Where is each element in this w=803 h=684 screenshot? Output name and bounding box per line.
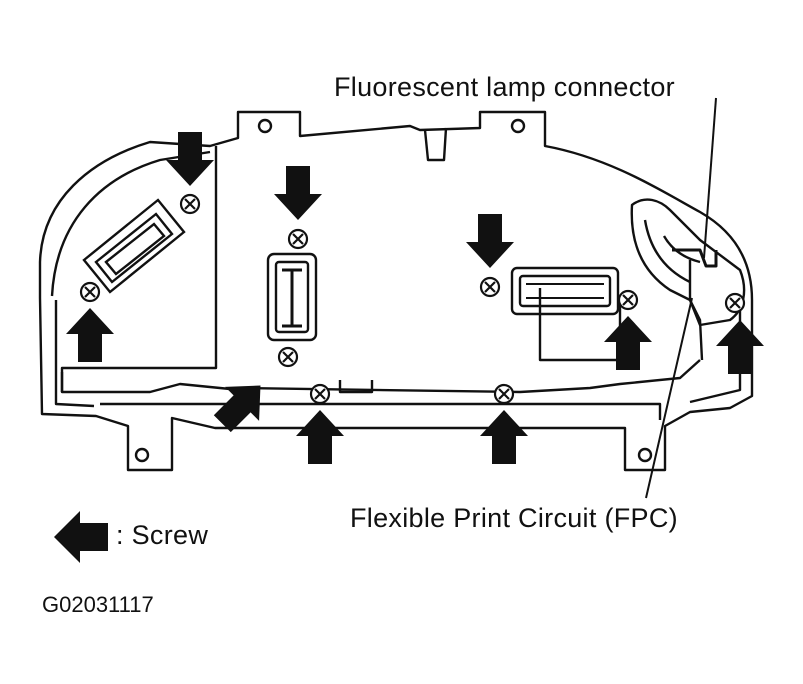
screw-icon xyxy=(277,346,299,368)
arrow-icon xyxy=(274,166,322,220)
legend-screw-label: : Screw xyxy=(116,520,209,550)
screw-icon xyxy=(309,383,331,405)
leader-lines xyxy=(645,97,717,499)
fpc-label: Flexible Print Circuit (FPC) xyxy=(350,503,678,533)
arrow-icon xyxy=(604,316,652,370)
arrow-icon xyxy=(296,410,344,464)
screw-icon xyxy=(479,276,501,298)
figure-code: G02031117 xyxy=(42,592,154,617)
arrow-icon xyxy=(716,320,764,374)
screw-icon xyxy=(179,193,201,215)
center-connector xyxy=(266,252,318,342)
right-connector xyxy=(510,266,620,316)
arrow-icon xyxy=(480,410,528,464)
screw-icon xyxy=(79,281,101,303)
arrow-icon xyxy=(66,308,114,362)
cluster-housing xyxy=(38,110,754,472)
left-connector xyxy=(82,198,186,294)
screw-icon xyxy=(287,228,309,250)
fluorescent-lamp-connector-label: Fluorescent lamp connector xyxy=(334,72,675,102)
screw-icon xyxy=(724,292,746,314)
screw-icon xyxy=(617,289,639,311)
legend-arrow-icon xyxy=(54,511,108,563)
screw-icon xyxy=(493,383,515,405)
arrow-icon xyxy=(466,214,514,268)
